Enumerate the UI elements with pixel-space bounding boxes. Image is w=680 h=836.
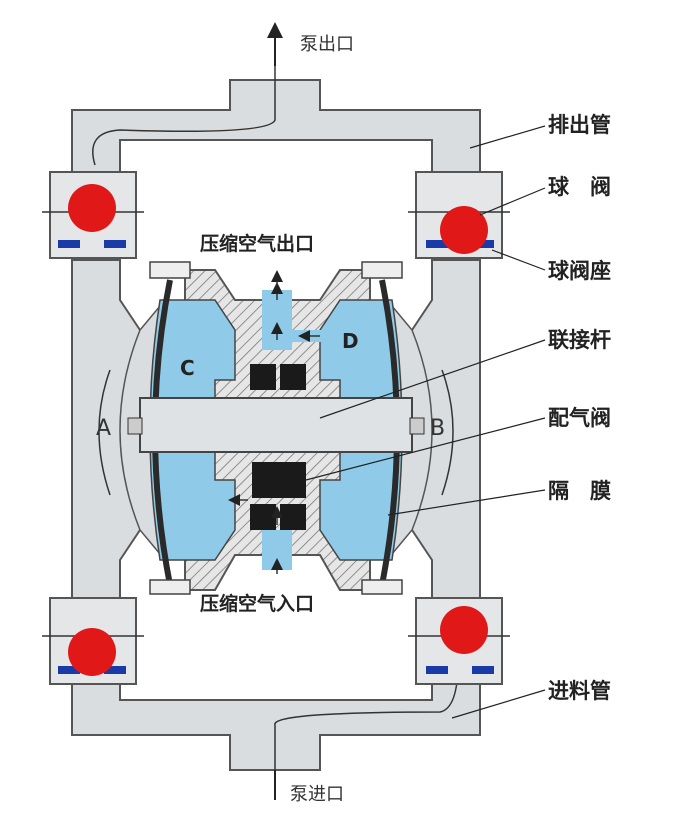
label-connecting-rod: 联接杆 bbox=[548, 328, 611, 352]
label-pump-inlet: 泵进口 bbox=[290, 784, 344, 805]
label-air-distribution-valve: 配气阀 bbox=[548, 406, 611, 430]
label-air-chamber-d: D bbox=[342, 329, 359, 353]
valve-block-top-a bbox=[250, 364, 276, 390]
valve-block-bottom-a bbox=[250, 504, 276, 530]
ball-top-right bbox=[440, 206, 488, 254]
ball-seat-top-left-b bbox=[104, 240, 126, 248]
leader-ball-valve bbox=[479, 187, 546, 216]
label-diaphragm: 隔 膜 bbox=[548, 479, 611, 503]
label-air-chamber-c: C bbox=[180, 356, 195, 380]
right-vertical-pipe bbox=[411, 259, 481, 599]
leader-feed-pipe bbox=[451, 689, 546, 719]
label-ball-valve: 球 阀 bbox=[548, 175, 611, 199]
chamber-a-arc bbox=[98, 369, 111, 496]
leader-ball-valve-seat bbox=[491, 249, 546, 271]
flow-line-bottom bbox=[274, 649, 459, 790]
label-pump-outlet: 泵出口 bbox=[300, 34, 354, 55]
label-chamber-b: B bbox=[430, 416, 445, 441]
valve-block-mid bbox=[252, 462, 306, 498]
ball-seat-top-right-a bbox=[426, 240, 448, 248]
label-air-inlet: 压缩空气入口 bbox=[200, 592, 314, 615]
valve-block-top-b bbox=[280, 364, 306, 390]
inlet-neck bbox=[71, 679, 481, 771]
ball-seat-top-left-a bbox=[58, 240, 80, 248]
ball-top-left bbox=[68, 184, 116, 232]
rod-bolt-left bbox=[127, 417, 143, 435]
label-chamber-a: A bbox=[96, 416, 111, 441]
outlet-neck bbox=[71, 79, 481, 179]
outer-pipe-loop bbox=[71, 60, 481, 790]
label-discharge-pipe: 排出管 bbox=[548, 113, 611, 137]
flange-bottom-right bbox=[361, 579, 403, 595]
ball-bottom-right bbox=[440, 606, 488, 654]
rod-bolt-right bbox=[409, 417, 425, 435]
flange-top-left bbox=[149, 261, 191, 279]
leader-diaphragm bbox=[387, 489, 546, 516]
leader-air-distribution-valve bbox=[305, 417, 546, 481]
label-air-outlet: 压缩空气出口 bbox=[200, 232, 314, 255]
flow-line bbox=[92, 60, 276, 166]
chamber-b-arc bbox=[441, 369, 454, 496]
leader-lines bbox=[305, 125, 546, 719]
flange-bottom-left bbox=[149, 579, 191, 595]
leader-discharge-pipe bbox=[469, 125, 546, 149]
flange-top-right bbox=[361, 261, 403, 279]
ball-seat-bottom-left-b bbox=[104, 666, 126, 674]
connecting-rod bbox=[139, 397, 413, 453]
label-ball-valve-seat: 球阀座 bbox=[548, 259, 611, 283]
leader-connecting-rod bbox=[319, 339, 546, 419]
ball-seat-bottom-right-b bbox=[472, 666, 494, 674]
valve-block-bottom-b bbox=[280, 504, 306, 530]
ball-seat-bottom-right-a bbox=[426, 666, 448, 674]
ball-bottom-left bbox=[68, 628, 116, 676]
label-feed-pipe: 进料管 bbox=[548, 679, 611, 703]
ball-seat-bottom-left-a bbox=[58, 666, 80, 674]
